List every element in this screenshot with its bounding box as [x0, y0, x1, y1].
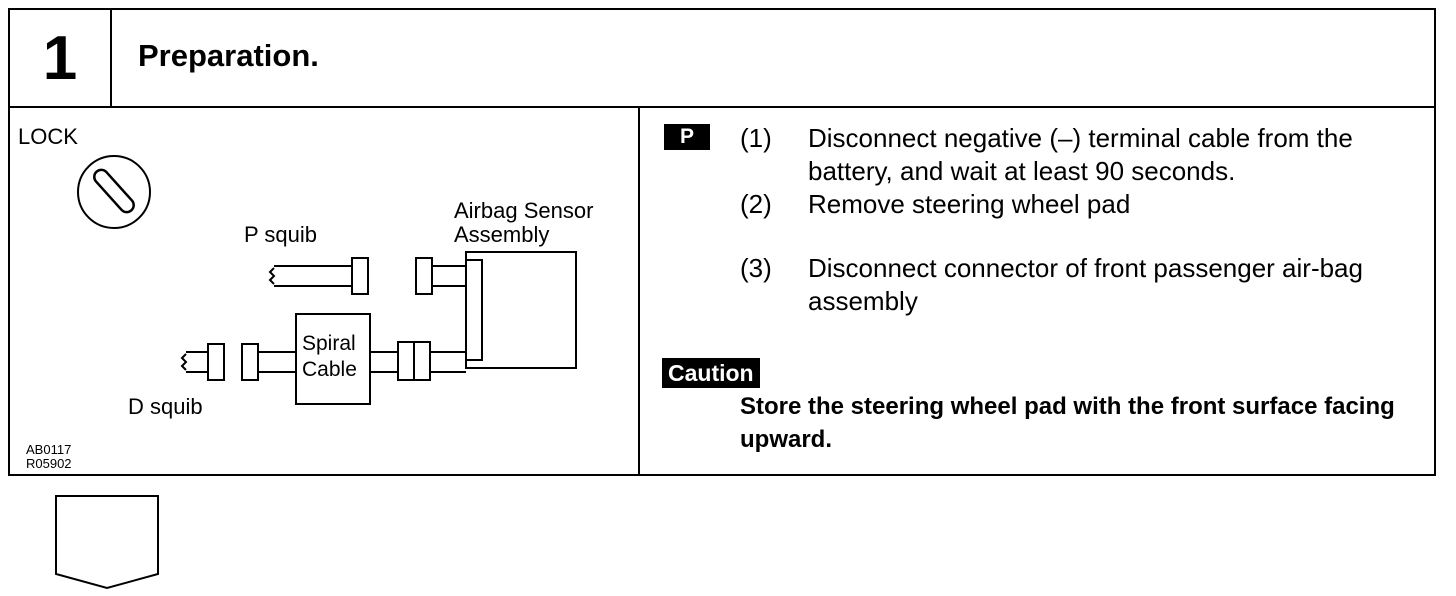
- instruction-text: Disconnect negative (–) terminal cable f…: [808, 123, 1353, 186]
- instruction-text: Disconnect connector of front passenger …: [808, 253, 1363, 316]
- airbag-sensor-label-2: Assembly: [454, 222, 549, 247]
- lock-label: LOCK: [18, 124, 78, 149]
- caution-text: Store the steering wheel pad with the fr…: [740, 393, 1395, 453]
- instruction-list: (1) Disconnect negative (–) terminal cab…: [740, 122, 1420, 318]
- instruction-number: (2): [740, 189, 772, 219]
- spiral-cable-label-2: Cable: [302, 358, 357, 381]
- ignition-lock-icon: [77, 155, 151, 229]
- caution-badge: Caution: [662, 358, 760, 388]
- wiring-diagram: LOCK Airbag Sensor Assembly P squib: [18, 124, 593, 471]
- instruction-panel: P (1) Disconnect negative (–) terminal c…: [640, 108, 1434, 474]
- sensor-connector-strip: [465, 259, 483, 361]
- instruction-number: (1): [740, 123, 772, 153]
- d-squib-label: D squib: [128, 394, 203, 419]
- spiral-cable-box: [295, 313, 371, 405]
- instruction-text: Remove steering wheel pad: [808, 189, 1131, 219]
- instruction-item: (2) Remove steering wheel pad: [740, 188, 1420, 221]
- step-header: 1 Preparation.: [10, 10, 1434, 108]
- instruction-item: (1) Disconnect negative (–) terminal cab…: [740, 122, 1420, 188]
- instruction-item: (3) Disconnect connector of front passen…: [740, 252, 1420, 318]
- procedure-badge: P: [664, 124, 710, 150]
- figure-code-2: R05902: [26, 456, 72, 471]
- spiral-sensor-connector: [370, 341, 466, 381]
- airbag-sensor-label-1: Airbag Sensor: [454, 198, 593, 223]
- next-step-marker-icon: [55, 495, 159, 590]
- sensor-p-connector: [415, 257, 466, 295]
- figure-code-1: AB0117: [26, 442, 71, 457]
- instruction-number: (3): [740, 253, 772, 283]
- step-title: Preparation.: [138, 38, 319, 73]
- spiral-cable-label-1: Spiral: [302, 332, 356, 355]
- step-frame: 1 Preparation. LOCK Airbag Sensor Assemb…: [8, 8, 1436, 476]
- step-number: 1: [10, 10, 112, 106]
- p-squib-connector: [268, 257, 369, 295]
- p-squib-label: P squib: [244, 222, 317, 247]
- wiring-figure: LOCK Airbag Sensor Assembly P squib: [10, 108, 640, 474]
- d-squib-connector: [180, 343, 296, 381]
